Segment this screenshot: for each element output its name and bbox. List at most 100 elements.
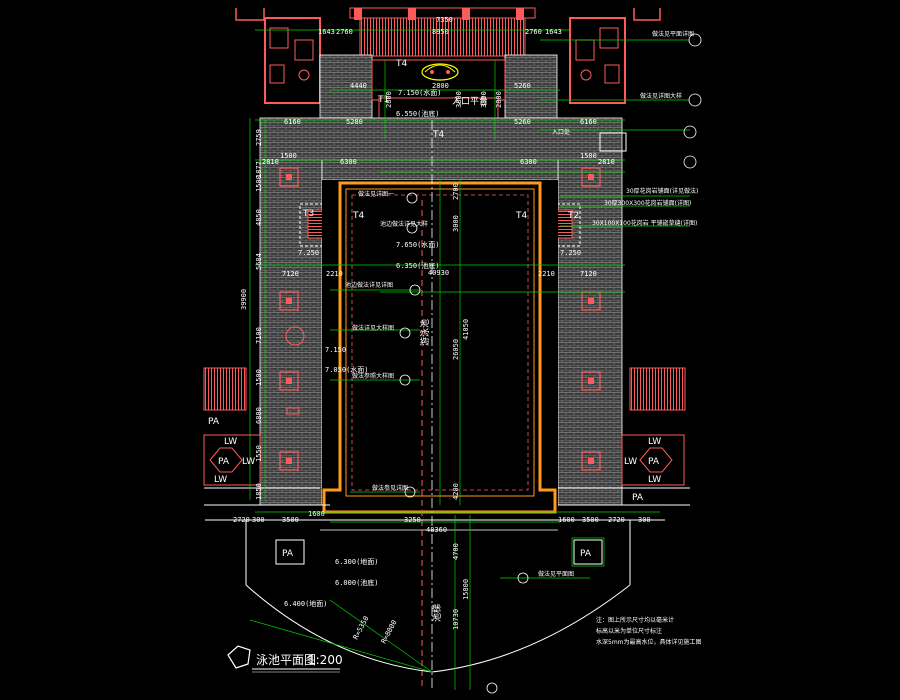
dim-top-5: 1643 — [545, 28, 562, 36]
dim-bottom-v2: 4700 — [452, 543, 460, 560]
callout-7: 做法见详图一 — [358, 190, 394, 198]
marker-t3: T3 — [302, 209, 314, 219]
title-block: 泳池平面图 1:200 — [252, 653, 343, 673]
dim-top-inner-1: 8950 — [432, 28, 449, 36]
marker-pa-2: PA — [218, 457, 230, 467]
dim-bottom-left-3: 3500 — [282, 516, 299, 524]
callout-12: 做法参见详图 — [372, 484, 408, 492]
dim-top-inner-2: 2800 — [432, 82, 449, 90]
dim-pool-length: 41050 — [462, 319, 470, 340]
marker-lw-6: LW — [648, 475, 661, 485]
dim-overall-vertical: 39900 — [240, 289, 248, 310]
note-line-1: 注：图上所示尺寸均以毫米计 — [596, 616, 674, 624]
dim-left-v6: 7100 — [255, 327, 263, 344]
marker-t4-top: T4 — [395, 59, 407, 69]
note-line-3: 水深5mm为最高水位，具体详见施工图 — [596, 638, 702, 646]
dim-bottom-v4: 15800 — [462, 579, 470, 600]
dim-bottom-v1: 4200 — [452, 483, 460, 500]
dim-left-v9: 1550 — [255, 445, 263, 462]
callout-4: 30厚花岗岩铺面(详见做法) — [626, 187, 698, 195]
dim-bottom-left-4: 1600 — [308, 510, 325, 518]
dim-left-v1: 2759 — [255, 129, 263, 146]
dim-left-v3: 1500 — [255, 175, 263, 192]
dim-7120-left: 7120 — [282, 270, 299, 278]
elev-7: 7.150 — [325, 346, 346, 354]
dim-row2-3: 5260 — [514, 118, 531, 126]
callout-6: 30X100X100花岗岩 平铺嵌草缝(详图) — [592, 219, 697, 227]
callout-11: 做法参照大样图 — [352, 372, 394, 380]
radius-1: R=5350 — [352, 615, 371, 641]
elev-6: 7.250 — [560, 249, 581, 257]
dimension-labels: 1643 2760 7350 2760 1643 8950 2800 4440 … — [233, 16, 651, 534]
platform-label: 入口平台 — [452, 95, 488, 107]
dim-bottom-right-1: 1600 — [558, 516, 575, 524]
marker-t1: T1 — [377, 95, 389, 105]
note-line-2: 标高以米为单位尺寸标注 — [596, 627, 662, 635]
dim-bottom-right-2: 3500 — [582, 516, 599, 524]
lamp-posts — [279, 167, 601, 471]
dim-left-v7: 1500 — [255, 369, 263, 386]
callout-circles — [227, 33, 702, 694]
dim-upper-v3: 3800 — [480, 91, 488, 108]
dim-row3-5: 1500 — [580, 152, 597, 160]
dim-left-v10: 1850 — [255, 483, 263, 500]
dim-top-4: 2760 — [525, 28, 542, 36]
dim-top-1: 1643 — [318, 28, 335, 36]
callout-3: 入口处 — [552, 128, 570, 136]
dim-left-v8: 6880 — [255, 407, 263, 424]
dim-row2-2: 5280 — [346, 118, 363, 126]
general-notes: 注：图上所示尺寸均以毫米计 标高以米为单位尺寸标注 水深5mm为最高水位，具体详… — [596, 616, 702, 646]
marker-pa-5: PA — [282, 549, 294, 559]
dim-bottom-total: 48360 — [426, 526, 447, 534]
dim-row3-2: 1500 — [280, 152, 297, 160]
dim-upper-v4: 2800 — [495, 91, 503, 108]
dim-top-3: 7350 — [436, 16, 453, 24]
marker-t4-right: T4 — [515, 211, 527, 221]
marker-lw-5: LW — [624, 457, 637, 467]
marker-lw-2: LW — [242, 457, 255, 467]
elev-10: 6.000(池底) — [335, 578, 379, 587]
marker-t4-left: T4 — [352, 211, 364, 221]
dim-row3-3: 6300 — [340, 158, 357, 166]
marker-pa-3: PA — [648, 457, 660, 467]
callout-5: 30厚300X300花岗岩铺面(详图) — [604, 199, 691, 207]
dim-top-inner-4: 5260 — [514, 82, 531, 90]
pool-label: 游泳池 — [419, 319, 431, 346]
side-wings — [203, 367, 690, 506]
dim-left-v5: 5684 — [255, 253, 263, 270]
marker-labels: PA PA PA PA PA PA LW LW LW LW LW LW T3 T… — [208, 59, 661, 559]
marker-pa-4: PA — [632, 493, 644, 503]
dim-row2-4: 6160 — [580, 118, 597, 126]
dim-7120-right: 7120 — [580, 270, 597, 278]
dimension-lines — [249, 29, 690, 690]
marker-t2: T2 — [567, 211, 579, 221]
elev-8: 7.050(水面) — [325, 365, 369, 374]
elev-9: 6.300(地面) — [335, 557, 379, 566]
callout-8: 池边做法详见大样 — [380, 220, 428, 228]
callout-13: 做法见平面图 — [538, 570, 574, 578]
drawing-scale: 1:200 — [308, 653, 343, 667]
elev-2: 6.550(池底) — [396, 109, 440, 118]
elev-5: 7.250 — [298, 249, 319, 257]
fountain-ornament — [421, 63, 459, 81]
elev-11: 6.400(地面) — [284, 599, 328, 608]
dim-center-v2: 3000 — [452, 215, 460, 232]
dim-left-v4: 4850 — [255, 209, 263, 226]
dim-center-v1: 2700 — [452, 183, 460, 200]
radius-2: R=8000 — [380, 619, 399, 645]
drawing-title: 泳池平面图 — [256, 653, 316, 667]
dim-pool-inner: 26050 — [452, 339, 460, 360]
dim-row3-1: 2810 — [262, 158, 279, 166]
marker-pa-6: PA — [580, 549, 592, 559]
callout-9: 池边做法详见详图 — [345, 281, 393, 289]
dim-row3-6: 2810 — [598, 158, 615, 166]
dim-upper-v1: 2800 — [385, 91, 393, 108]
marker-lw-3: LW — [214, 475, 227, 485]
dim-pool-width: 40930 — [428, 269, 449, 277]
ramp-label: 池梯 — [431, 604, 443, 622]
callout-2: 做法见详图大样 — [640, 92, 682, 100]
callout-1: 做法见平面详图 — [652, 30, 694, 38]
callout-labels: 做法见平面详图 做法见详图大样 入口处 30厚花岗岩铺面(详见做法) 30厚30… — [345, 30, 698, 578]
dim-bottom-v3: 10730 — [452, 609, 460, 630]
